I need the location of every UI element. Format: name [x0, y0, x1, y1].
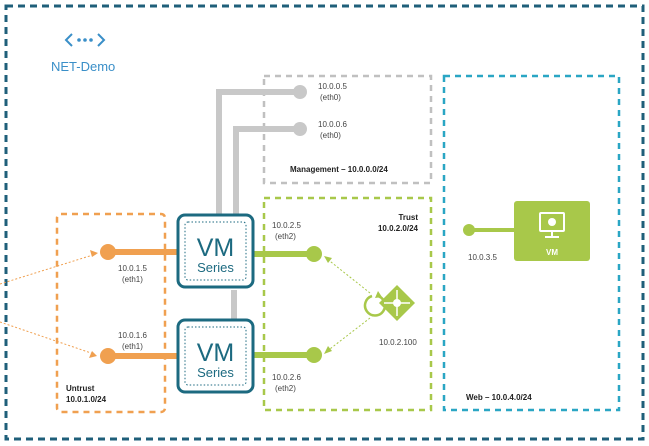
load-balancer-ip: 10.0.2.100 — [379, 338, 417, 347]
trust1-nic: (eth2) — [275, 232, 296, 241]
untrust1-nic: (eth1) — [122, 275, 143, 284]
firewall-2-title: VM — [197, 339, 235, 367]
trust2-nic: (eth2) — [275, 384, 296, 393]
firewall-1-subtitle: Series — [197, 260, 234, 275]
load-balancer-icon — [363, 285, 415, 321]
trust1-ip: 10.0.2.5 — [272, 221, 301, 230]
vnet-boundary — [4, 4, 645, 441]
web-vm-label: VM — [546, 248, 558, 257]
management-links — [216, 85, 307, 320]
vm-series-firewall-2[interactable]: VM Series — [176, 318, 255, 394]
trust-label-name: Trust — [398, 213, 418, 222]
untrust-subnet — [55, 212, 167, 414]
web-subnet — [442, 74, 621, 412]
vm-series-firewall-1[interactable]: VM Series — [176, 213, 255, 289]
trust-links — [254, 246, 371, 363]
trust-label-cidr: 10.0.2.0/24 — [378, 224, 419, 233]
management-subnet-label: Management – 10.0.0.0/24 — [290, 165, 388, 174]
vnet-icon — [64, 33, 106, 47]
untrust-label-cidr: 10.0.1.0/24 — [66, 395, 107, 404]
mgmt2-nic: (eth0) — [320, 131, 341, 140]
firewall-2-subtitle: Series — [197, 365, 234, 380]
mgmt2-ip: 10.0.0.6 — [318, 120, 347, 129]
mgmt1-nic: (eth0) — [320, 93, 341, 102]
web-vm[interactable]: VM — [514, 201, 590, 261]
trust-subnet — [262, 196, 433, 412]
trust2-ip: 10.0.2.6 — [272, 373, 301, 382]
firewall-1-title: VM — [197, 234, 235, 262]
untrust2-ip: 10.0.1.6 — [118, 331, 147, 340]
untrust2-nic: (eth1) — [122, 342, 143, 351]
management-subnet — [262, 74, 433, 185]
untrust-label-name: Untrust — [66, 384, 95, 393]
monitor-icon — [539, 212, 565, 238]
web-subnet-label: Web – 10.0.4.0/24 — [466, 393, 532, 402]
web-vm-ip: 10.0.3.5 — [468, 253, 497, 262]
untrust-links — [0, 244, 178, 364]
vnet-name: NET-Demo — [51, 59, 115, 74]
web-vm-link — [463, 224, 516, 236]
mgmt1-ip: 10.0.0.5 — [318, 82, 347, 91]
untrust1-ip: 10.0.1.5 — [118, 264, 147, 273]
